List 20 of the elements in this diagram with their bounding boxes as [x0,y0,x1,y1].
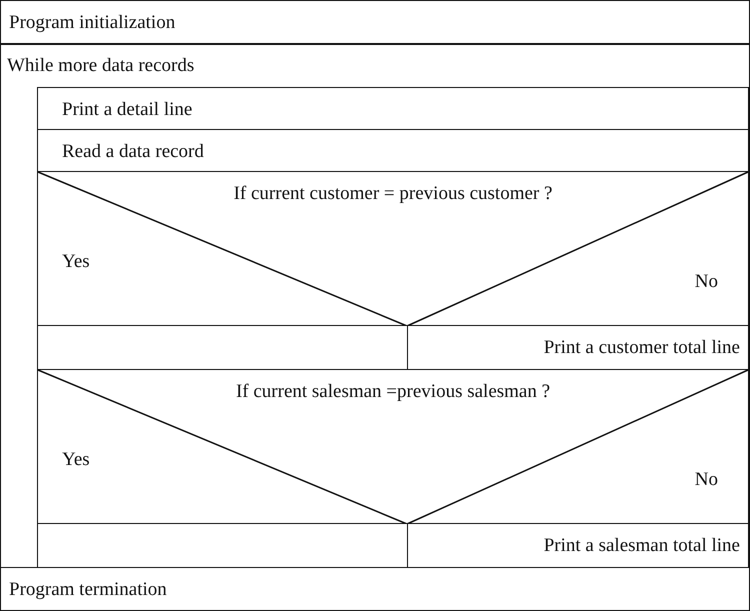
condition-text: If current salesman =previous salesman ? [236,382,550,401]
process-box [37,87,749,130]
loop-condition: While more data records [7,56,194,75]
step-text: Read a data record [62,142,204,161]
step-text: Program termination [9,580,167,599]
branch-label: No [694,272,718,291]
step-text: Print a customer total line [544,338,740,357]
process-box [0,0,750,44]
process-box [407,325,749,370]
step-text: Print a detail line [62,100,192,119]
process-box [407,523,749,568]
step-text: Program initialization [9,13,176,32]
condition-text: If current customer = previous customer ? [234,184,552,203]
loop-box [0,44,750,568]
branch-label: Yes [62,450,90,469]
branch-label: Yes [62,252,90,271]
step-text: Print a salesman total line [544,536,740,555]
process-box [0,567,750,611]
branch-label: No [694,470,718,489]
process-box [37,129,749,172]
